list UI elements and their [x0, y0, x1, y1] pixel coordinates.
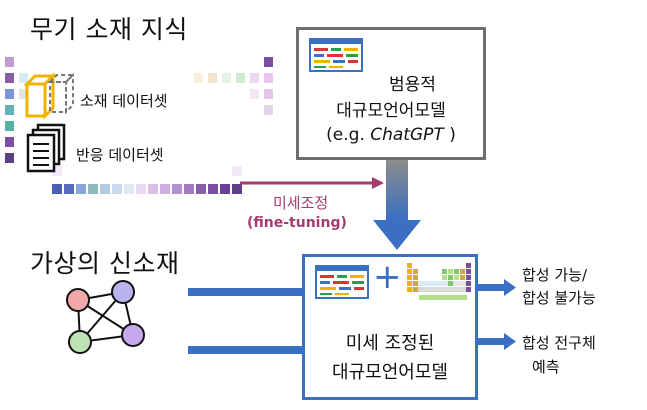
finetuned-llm-line2: 대규모언어모델 — [332, 362, 448, 383]
output-synthesizability-line2: 합성 불가능 — [522, 289, 596, 307]
periodic-table-icon — [407, 263, 471, 300]
output-precursor-line1: 합성 전구체 — [522, 334, 596, 352]
general-llm-box: 범용적 대규모언어모델 (e.g. ChatGPT ) — [296, 27, 486, 160]
finetune-arrow — [240, 177, 384, 189]
faded-periodic-table — [5, 57, 273, 194]
example-suffix: ) — [443, 125, 456, 145]
knowledge-title: 무기 소재 지식 — [30, 15, 188, 44]
virtual-material-title: 가상의 신소재 — [30, 249, 180, 278]
finetune-label-kr: 미세조정 — [273, 194, 329, 212]
example-model-name: ChatGPT — [370, 125, 444, 145]
general-llm-line1: 범용적 — [389, 75, 436, 95]
output-synthesizability-line1: 합성 가능/ — [522, 266, 588, 284]
general-llm-line2: 대규모언어모델 — [336, 101, 446, 121]
general-llm-example: (e.g. ChatGPT ) — [299, 125, 483, 145]
material-dataset-label: 소재 데이터셋 — [80, 92, 168, 110]
molecule-graph-icon — [66, 280, 145, 354]
output-precursor-line2: 예측 — [532, 358, 560, 376]
document-lines-icon — [309, 38, 363, 72]
example-prefix: (e.g. — [326, 125, 371, 145]
plus-sign: + — [373, 257, 402, 297]
output-arrows — [478, 279, 516, 350]
finetuned-llm-box: + 미세 조정된 대규모언어모델 — [302, 254, 478, 400]
down-arrow — [373, 160, 421, 250]
document-lines-icon — [315, 265, 369, 299]
input-arrows — [188, 288, 302, 354]
finetuned-llm-line1: 미세 조정된 — [345, 333, 435, 354]
reaction-dataset-label: 반응 데이터셋 — [76, 146, 164, 164]
finetune-label-en: (fine-tuning) — [247, 215, 347, 231]
